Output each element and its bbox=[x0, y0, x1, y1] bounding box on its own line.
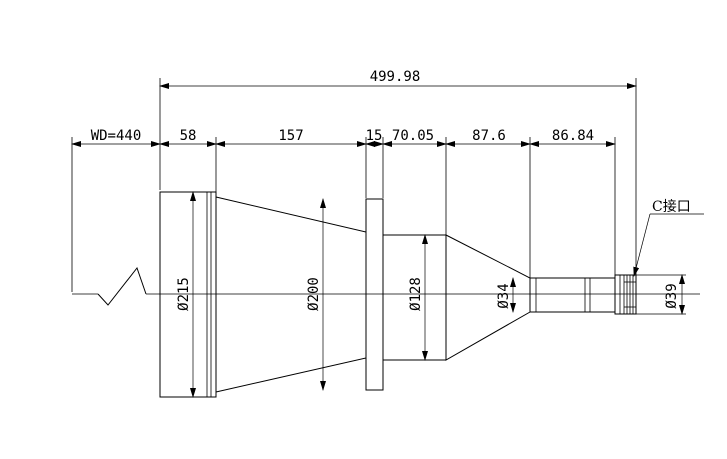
segment-dimensions: WD=440 58 157 15 70.05 87.6 86.84 bbox=[71, 128, 616, 292]
seg-15-label: 15 bbox=[366, 128, 383, 144]
flange bbox=[365, 198, 384, 391]
rear-tube bbox=[529, 277, 616, 313]
d215-label: Ø215 bbox=[176, 277, 192, 311]
seg-58-label: 58 bbox=[180, 128, 197, 144]
d128-label: Ø128 bbox=[408, 277, 424, 311]
d34-label: Ø34 bbox=[496, 283, 512, 308]
rear-taper bbox=[445, 234, 531, 361]
seg-157-label: 157 bbox=[278, 128, 303, 144]
overall-length-label: 499.98 bbox=[370, 69, 421, 85]
lens-body bbox=[159, 191, 637, 398]
c-mount bbox=[614, 274, 637, 315]
d39-label: Ø39 bbox=[664, 283, 680, 308]
c-mount-callout: C接口 bbox=[633, 198, 704, 277]
optical-axis bbox=[72, 266, 700, 306]
seg-86-label: 86.84 bbox=[552, 128, 594, 144]
cone-section bbox=[215, 196, 367, 393]
diameter-dimensions: Ø215 Ø200 Ø128 Ø34 Ø39 bbox=[176, 191, 686, 398]
wd-label: WD=440 bbox=[91, 128, 142, 144]
d200-label: Ø200 bbox=[306, 277, 322, 311]
overall-dimension: 499.98 bbox=[159, 69, 637, 275]
seg-70-label: 70.05 bbox=[392, 128, 434, 144]
seg-87-label: 87.6 bbox=[472, 128, 506, 144]
c-mount-label: C接口 bbox=[652, 198, 691, 215]
